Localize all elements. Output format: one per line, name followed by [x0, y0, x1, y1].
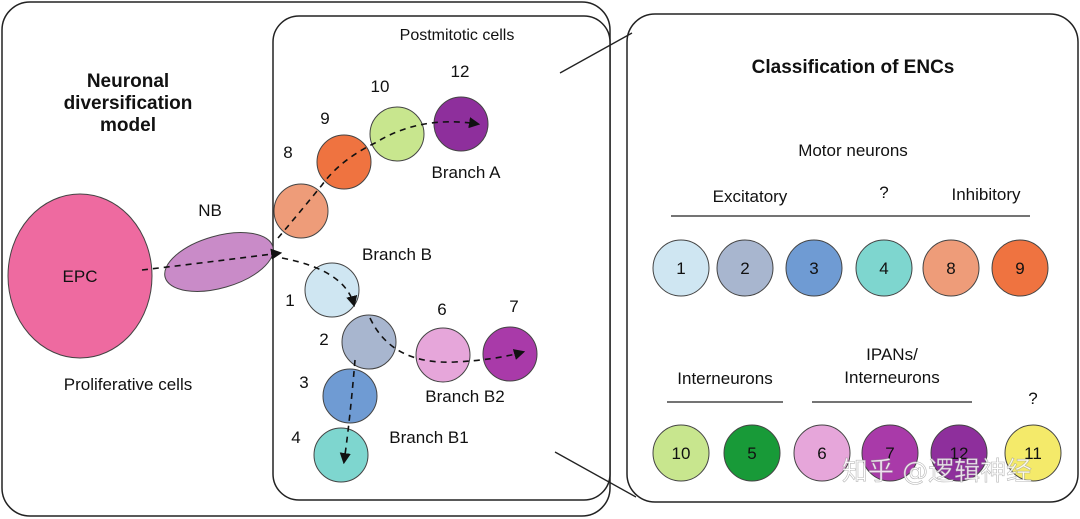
interneurons-label: Interneurons	[677, 369, 772, 388]
model-title-line3: model	[100, 115, 156, 136]
class-cell-9-label: 9	[1015, 259, 1024, 278]
arrow-branch-a	[277, 117, 481, 239]
arrow-branch-b1	[339, 359, 356, 465]
classification-title: Classification of ENCs	[752, 57, 955, 78]
model-title-line1: Neuronal	[87, 71, 169, 92]
classification-panel-frame	[626, 13, 1079, 503]
class-cell-5	[723, 424, 781, 482]
connector-line-bottom	[554, 451, 637, 498]
cell-2-label: 2	[319, 330, 328, 349]
cell-10-label: 10	[371, 77, 390, 96]
watermark-text: 知乎 @逻辑神经	[842, 457, 1032, 487]
class-cell-4	[855, 239, 913, 297]
class-cell-10-label: 10	[672, 444, 691, 463]
cell-7-label: 7	[509, 297, 518, 316]
class-cell-12	[930, 424, 988, 482]
branch-b2-label: Branch B2	[425, 387, 504, 406]
branch-b1-label: Branch B1	[389, 428, 468, 447]
proliferative-label: Proliferative cells	[64, 375, 193, 394]
class-cell-8-label: 8	[946, 259, 955, 278]
class-cell-1	[652, 239, 710, 297]
motor-unknown-label: ?	[879, 183, 888, 202]
class-cell-12-label: 12	[950, 444, 969, 463]
cell-6	[415, 327, 471, 383]
class-cell-11	[1004, 424, 1062, 482]
motor-neuron-row: 1 2 3 4 8 9	[652, 239, 1049, 297]
ipans-label-line1: IPANs/	[866, 345, 918, 364]
connector-line-top	[559, 32, 633, 74]
epc-cell	[7, 193, 153, 359]
class-cell-8	[922, 239, 980, 297]
excitatory-label: Excitatory	[713, 187, 788, 206]
class-cell-6	[793, 424, 851, 482]
class-cell-4-label: 4	[879, 259, 888, 278]
nb-cell	[164, 232, 274, 292]
cell-12	[433, 96, 489, 152]
inhibitory-label: Inhibitory	[952, 185, 1021, 204]
class-cell-1-label: 1	[676, 259, 685, 278]
motor-neurons-label: Motor neurons	[798, 141, 908, 160]
cell-3-label: 3	[299, 373, 308, 392]
class-cell-11-label: 11	[1024, 444, 1042, 463]
cell-9-label: 9	[320, 109, 329, 128]
cell-4	[313, 427, 369, 483]
branch-a-label: Branch A	[432, 163, 502, 182]
cell-10	[369, 106, 425, 162]
class-cell-2-label: 2	[740, 259, 749, 278]
ipans-label-line2: Interneurons	[844, 368, 939, 387]
arrow-branch-b	[281, 257, 358, 308]
postmitotic-title: Postmitotic cells	[400, 27, 515, 44]
cell-7	[482, 326, 538, 382]
interneuron-row: 10 5 6 7 12 11	[652, 424, 1062, 482]
class-cell-7	[861, 424, 919, 482]
cell-2	[341, 314, 397, 370]
class-cell-10	[652, 424, 710, 482]
cell-12-label: 12	[451, 62, 470, 81]
model-title-line2: diversification	[64, 93, 193, 114]
cell-4-label: 4	[291, 428, 300, 447]
arrow-epc-to-nb	[141, 248, 283, 271]
class-cell-5-label: 5	[747, 444, 756, 463]
class-cell-3	[785, 239, 843, 297]
class-cell-7-label: 7	[885, 444, 894, 463]
epc-label: EPC	[63, 267, 98, 286]
nb-label: NB	[198, 201, 222, 220]
cell-6-label: 6	[437, 300, 446, 319]
cell-8-label: 8	[283, 143, 292, 162]
cell-1-label: 1	[285, 291, 294, 310]
cell-1	[304, 262, 360, 318]
bottom-unknown-label: ?	[1028, 389, 1037, 408]
class-cell-2	[716, 239, 774, 297]
class-cell-9	[991, 239, 1049, 297]
class-cell-6-label: 6	[817, 444, 826, 463]
cell-3	[322, 368, 378, 424]
branch-b-label: Branch B	[362, 245, 432, 264]
arrow-branch-b2	[369, 317, 526, 363]
class-cell-3-label: 3	[809, 259, 818, 278]
